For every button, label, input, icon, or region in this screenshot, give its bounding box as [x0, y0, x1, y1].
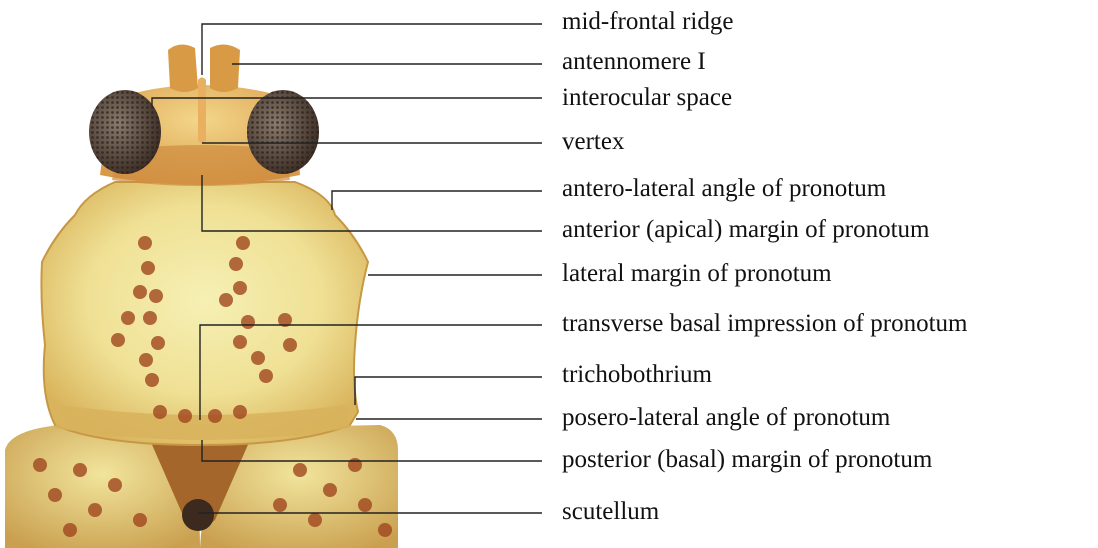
puncture-dot [323, 483, 337, 497]
puncture-dot [141, 261, 155, 275]
puncture-dot [149, 289, 163, 303]
puncture-dot [229, 257, 243, 271]
puncture-dot [208, 409, 222, 423]
puncture-dot [293, 463, 307, 477]
leader-trichobothrium [355, 377, 542, 405]
label-lateral-margin: lateral margin of pronotum [562, 259, 832, 289]
label-antennomere-i: antennomere I [562, 47, 706, 77]
label-anterior-margin: anterior (apical) margin of pronotum [562, 215, 929, 245]
label-mid-frontal-ridge: mid-frontal ridge [562, 7, 733, 37]
compound-eye-left-facets [89, 90, 161, 174]
antennomere-right-shape [210, 44, 240, 92]
puncture-dot [233, 281, 247, 295]
label-antero-lateral-angle: antero-lateral angle of pronotum [562, 174, 886, 204]
label-interocular-space: interocular space [562, 83, 732, 113]
label-trichobothrium: trichobothrium [562, 360, 712, 390]
puncture-dot [273, 498, 287, 512]
puncture-dot [241, 315, 255, 329]
puncture-dot [251, 351, 265, 365]
puncture-dot [233, 335, 247, 349]
label-scutellum: scutellum [562, 497, 659, 527]
scutellum-dark-spot [182, 499, 214, 531]
puncture-dot [73, 463, 87, 477]
label-vertex: vertex [562, 127, 624, 157]
puncture-dot [358, 498, 372, 512]
puncture-dot [138, 236, 152, 250]
puncture-dot [283, 338, 297, 352]
puncture-dot [143, 311, 157, 325]
puncture-dot [259, 369, 273, 383]
leader-antero-lateral-angle [332, 191, 542, 210]
puncture-dot [145, 373, 159, 387]
label-posterior-margin: posterior (basal) margin of pronotum [562, 445, 932, 475]
puncture-dot [153, 405, 167, 419]
mid-frontal-ridge-shape [198, 78, 206, 144]
leader-mid-frontal-ridge [202, 24, 542, 75]
puncture-dot [178, 409, 192, 423]
puncture-dot [121, 311, 135, 325]
puncture-dot [48, 488, 62, 502]
puncture-dot [139, 353, 153, 367]
puncture-dot [133, 285, 147, 299]
specimen-image [5, 44, 398, 548]
puncture-dot [378, 523, 392, 537]
puncture-dot [63, 523, 77, 537]
puncture-dot [219, 293, 233, 307]
puncture-dot [236, 236, 250, 250]
puncture-dot [151, 336, 165, 350]
puncture-dot [111, 333, 125, 347]
puncture-dot [348, 458, 362, 472]
puncture-dot [108, 478, 122, 492]
puncture-dot [308, 513, 322, 527]
puncture-dot [133, 513, 147, 527]
puncture-dot [33, 458, 47, 472]
label-transverse-basal-impression: transverse basal impression of pronotum [562, 309, 967, 339]
antennomere-left-shape [168, 44, 198, 92]
pronotum-shape [41, 182, 368, 445]
label-posero-lateral-angle: posero-lateral angle of pronotum [562, 403, 890, 433]
compound-eye-right-facets [247, 90, 319, 174]
puncture-dot [233, 405, 247, 419]
puncture-dot [88, 503, 102, 517]
